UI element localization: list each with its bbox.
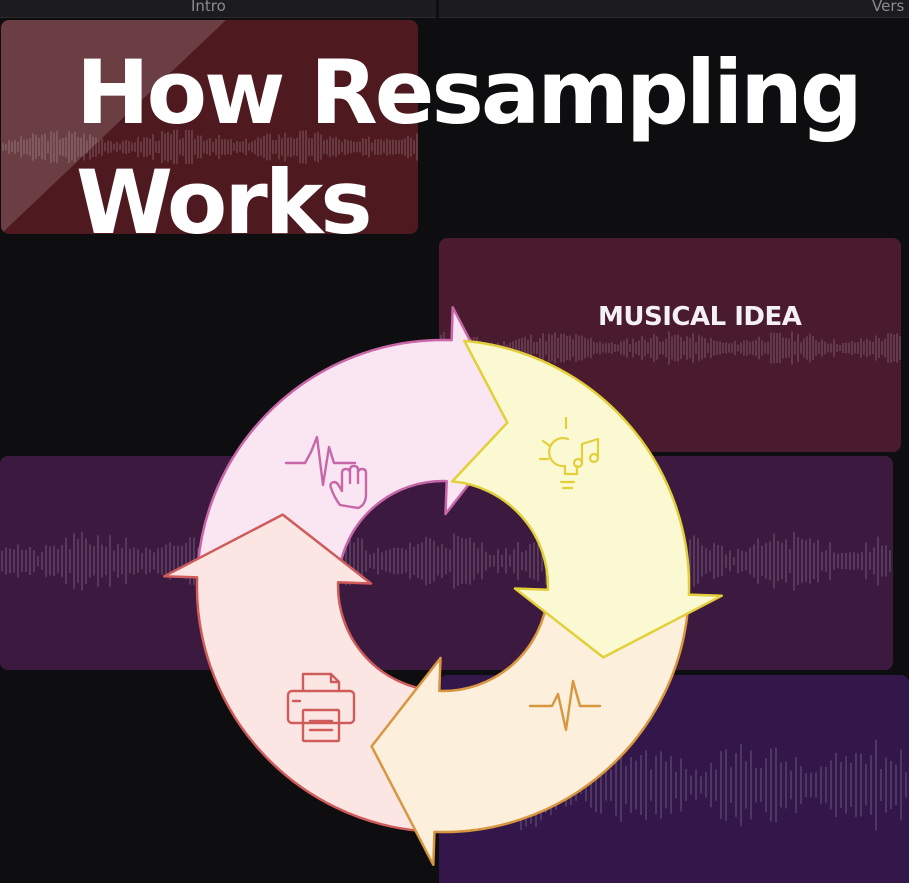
musical-idea-label: MUSICAL IDEA <box>598 302 802 332</box>
waveform-hand-icon <box>284 435 368 510</box>
page-title: How Resampling Works <box>76 41 863 254</box>
clip-highlight <box>1 20 226 234</box>
section-label-intro: Intro <box>191 0 226 15</box>
intro-clip <box>1 20 418 234</box>
cycle-segment-idea <box>450 339 724 659</box>
timeline-ruler <box>0 0 436 18</box>
printer-icon <box>286 672 356 743</box>
arrow-signal <box>370 593 690 867</box>
arrow-manipulate <box>196 305 516 579</box>
arrow-print <box>162 513 436 833</box>
cycle-segment-manipulate <box>196 305 516 579</box>
cycle-segment-signal <box>370 593 690 867</box>
lightbulb-music-icon <box>538 416 600 490</box>
timeline-ruler-right <box>439 0 909 18</box>
waveform <box>2 129 418 165</box>
waveform <box>440 331 901 365</box>
cycle-segment-print <box>162 513 436 833</box>
arrow-idea <box>450 339 724 659</box>
waveform-icon <box>528 679 602 732</box>
section-label-verse: Vers <box>872 0 905 15</box>
